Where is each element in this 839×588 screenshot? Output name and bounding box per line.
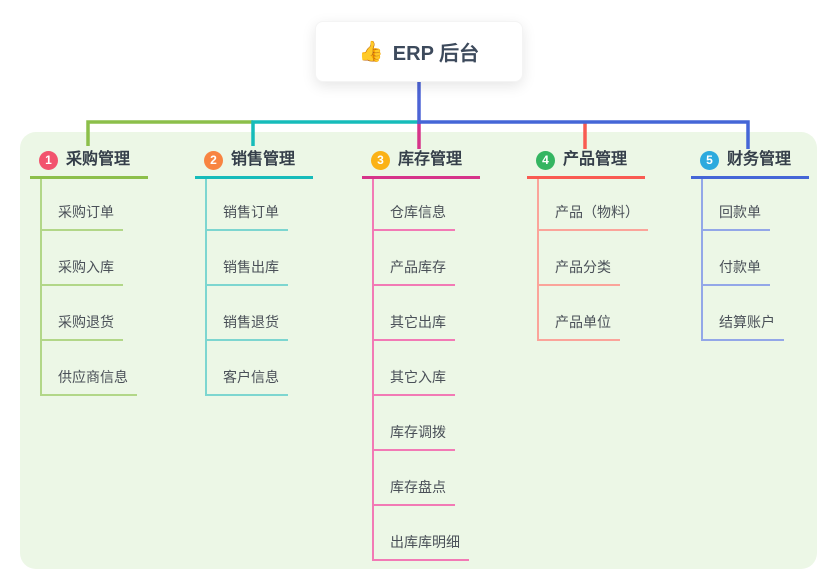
root-node-erp[interactable]: 👍 ERP 后台 xyxy=(315,21,523,82)
mindmap-node[interactable]: 付款单 xyxy=(703,231,770,286)
node-label: 其它出库 xyxy=(374,313,455,341)
mindmap-node[interactable]: 产品单位 xyxy=(539,286,620,341)
branch-header-finance[interactable]: 5 财务管理 xyxy=(691,149,809,179)
branch-label: 销售管理 xyxy=(231,151,296,168)
node-label: 产品（物料） xyxy=(539,203,648,231)
mindmap-node[interactable]: 其它入库 xyxy=(374,341,455,396)
mindmap-node[interactable]: 产品（物料） xyxy=(539,179,648,231)
mindmap-node[interactable]: 库存盘点 xyxy=(374,451,455,506)
mindmap-node[interactable]: 客户信息 xyxy=(207,341,288,396)
node-label: 回款单 xyxy=(703,203,770,231)
mindmap-node[interactable]: 回款单 xyxy=(703,179,770,231)
branch-product: 4 产品管理 产品（物料） 产品分类 产品单位 xyxy=(527,149,648,341)
node-label: 产品分类 xyxy=(539,258,620,286)
branch-number-badge: 5 xyxy=(700,150,719,170)
mindmap-node[interactable]: 其它出库 xyxy=(374,286,455,341)
node-label: 销售订单 xyxy=(207,203,288,231)
branch-purchase: 1 采购管理 采购订单 采购入库 采购退货 供应商信息 xyxy=(30,149,148,396)
mindmap-node[interactable]: 销售退货 xyxy=(207,286,288,341)
branch-items: 仓库信息 产品库存 其它出库 其它入库 库存调拨 库存盘点 出库库明细 xyxy=(372,179,480,561)
node-label: 出库库明细 xyxy=(374,533,469,561)
branch-label: 采购管理 xyxy=(66,151,131,168)
branch-items: 采购订单 采购入库 采购退货 供应商信息 xyxy=(40,179,148,396)
mindmap-node[interactable]: 产品分类 xyxy=(539,231,620,286)
node-label: 库存调拨 xyxy=(374,423,455,451)
mindmap-node[interactable]: 销售订单 xyxy=(207,179,288,231)
branch-number-badge: 3 xyxy=(371,150,390,170)
mindmap-node[interactable]: 采购退货 xyxy=(42,286,123,341)
mindmap-node[interactable]: 产品库存 xyxy=(374,231,455,286)
node-label: 产品库存 xyxy=(374,258,455,286)
branch-number-badge: 1 xyxy=(39,150,58,170)
branch-items: 产品（物料） 产品分类 产品单位 xyxy=(537,179,648,341)
node-label: 产品单位 xyxy=(539,313,620,341)
node-label: 销售退货 xyxy=(207,313,288,341)
mindmap-node[interactable]: 销售出库 xyxy=(207,231,288,286)
node-label: 其它入库 xyxy=(374,368,455,396)
thumbs-up-icon: 👍 xyxy=(358,40,384,63)
node-label: 库存盘点 xyxy=(374,478,455,506)
branch-finance: 5 财务管理 回款单 付款单 结算账户 xyxy=(691,149,809,341)
node-label: 销售出库 xyxy=(207,258,288,286)
branch-header-inventory[interactable]: 3 库存管理 xyxy=(362,149,480,179)
node-label: 结算账户 xyxy=(703,313,784,341)
branch-label: 产品管理 xyxy=(563,151,628,168)
node-label: 采购退货 xyxy=(42,313,123,341)
node-label: 客户信息 xyxy=(207,368,288,396)
branch-label: 财务管理 xyxy=(727,151,792,168)
root-title: ERP 后台 xyxy=(392,43,480,65)
branch-number-badge: 4 xyxy=(536,150,555,170)
node-label: 供应商信息 xyxy=(42,368,137,396)
branch-label: 库存管理 xyxy=(398,151,463,168)
mindmap-node[interactable]: 采购入库 xyxy=(42,231,123,286)
node-label: 仓库信息 xyxy=(374,203,455,231)
mindmap-node[interactable]: 结算账户 xyxy=(703,286,784,341)
branch-inventory: 3 库存管理 仓库信息 产品库存 其它出库 其它入库 库存调拨 库存盘点 出库库… xyxy=(362,149,480,561)
branch-number-badge: 2 xyxy=(204,150,223,170)
branch-sales: 2 销售管理 销售订单 销售出库 销售退货 客户信息 xyxy=(195,149,313,396)
mindmap-node[interactable]: 采购订单 xyxy=(42,179,123,231)
branch-header-sales[interactable]: 2 销售管理 xyxy=(195,149,313,179)
mindmap-node[interactable]: 出库库明细 xyxy=(374,506,469,561)
node-label: 采购入库 xyxy=(42,258,123,286)
branch-header-product[interactable]: 4 产品管理 xyxy=(527,149,645,179)
branch-items: 回款单 付款单 结算账户 xyxy=(701,179,809,341)
node-label: 付款单 xyxy=(703,258,770,286)
mindmap-node[interactable]: 库存调拨 xyxy=(374,396,455,451)
branch-items: 销售订单 销售出库 销售退货 客户信息 xyxy=(205,179,313,396)
mindmap-node[interactable]: 供应商信息 xyxy=(42,341,137,396)
mindmap-canvas-panel xyxy=(20,132,817,569)
branch-header-purchase[interactable]: 1 采购管理 xyxy=(30,149,148,179)
mindmap-node[interactable]: 仓库信息 xyxy=(374,179,455,231)
node-label: 采购订单 xyxy=(42,203,123,231)
